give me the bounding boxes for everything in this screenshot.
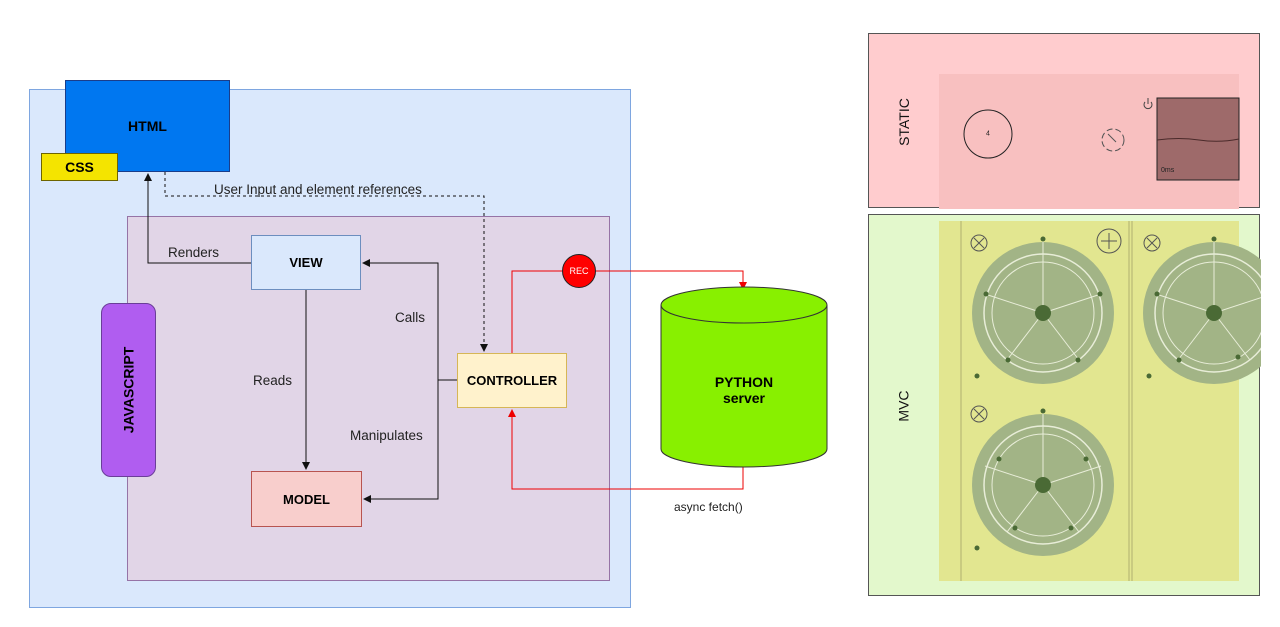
user-input-arrow (164, 172, 488, 352)
mvc-ui-mock (960, 221, 1261, 581)
view-label: VIEW (289, 255, 323, 270)
reads-label: Reads (253, 373, 293, 388)
radial-widget (972, 408, 1114, 556)
view-box: VIEW (251, 235, 361, 290)
html-label: HTML (128, 118, 167, 134)
knob-value: 4 (986, 130, 990, 138)
manipulates-label: Manipulates (350, 428, 423, 443)
rec-line (511, 270, 562, 353)
rec-button: REC (562, 254, 596, 288)
indicator-dot (1146, 373, 1152, 379)
static-ui-mock (963, 97, 1240, 181)
python-server-cylinder (660, 286, 828, 468)
add-icon (1096, 228, 1122, 254)
css-label: CSS (65, 159, 94, 175)
server-label: server (722, 390, 766, 406)
calls-arrow (362, 259, 457, 381)
python-server-label: PYTHON server (661, 370, 827, 410)
close-icon (1143, 234, 1161, 252)
python-label: PYTHON (714, 374, 774, 390)
rec-label: REC (569, 266, 589, 276)
close-icon (970, 234, 988, 252)
power-icon (1143, 98, 1153, 110)
user-input-label: User Input and element references (214, 182, 422, 197)
calls-label: Calls (395, 310, 426, 325)
close-icon (970, 405, 988, 423)
renders-arrow (144, 173, 251, 264)
radial-widget (1143, 236, 1261, 384)
radial-widget (972, 236, 1114, 384)
rec-to-server-arrow (596, 270, 747, 290)
controller-label: CONTROLLER (466, 373, 558, 388)
manipulates-arrow (363, 380, 439, 503)
javascript-box: JAVASCRIPT (101, 303, 156, 477)
model-box: MODEL (251, 471, 362, 527)
indicator-dot (974, 545, 980, 551)
renders-label: Renders (168, 245, 220, 260)
controller-box: CONTROLLER (457, 353, 567, 408)
model-label: MODEL (283, 491, 330, 507)
reload-icon (1101, 128, 1125, 152)
async-fetch-arrow (508, 409, 744, 490)
async-fetch-label: async fetch() (674, 500, 743, 514)
static-screenshot-panel: STATIC 4 0ms (868, 33, 1260, 209)
indicator-dot (974, 373, 980, 379)
graph-axis-label: 0ms (1161, 167, 1175, 174)
css-box: CSS (41, 153, 118, 181)
javascript-label: JAVASCRIPT (120, 346, 137, 434)
mvc-screenshot-panel: MVC (868, 214, 1261, 596)
